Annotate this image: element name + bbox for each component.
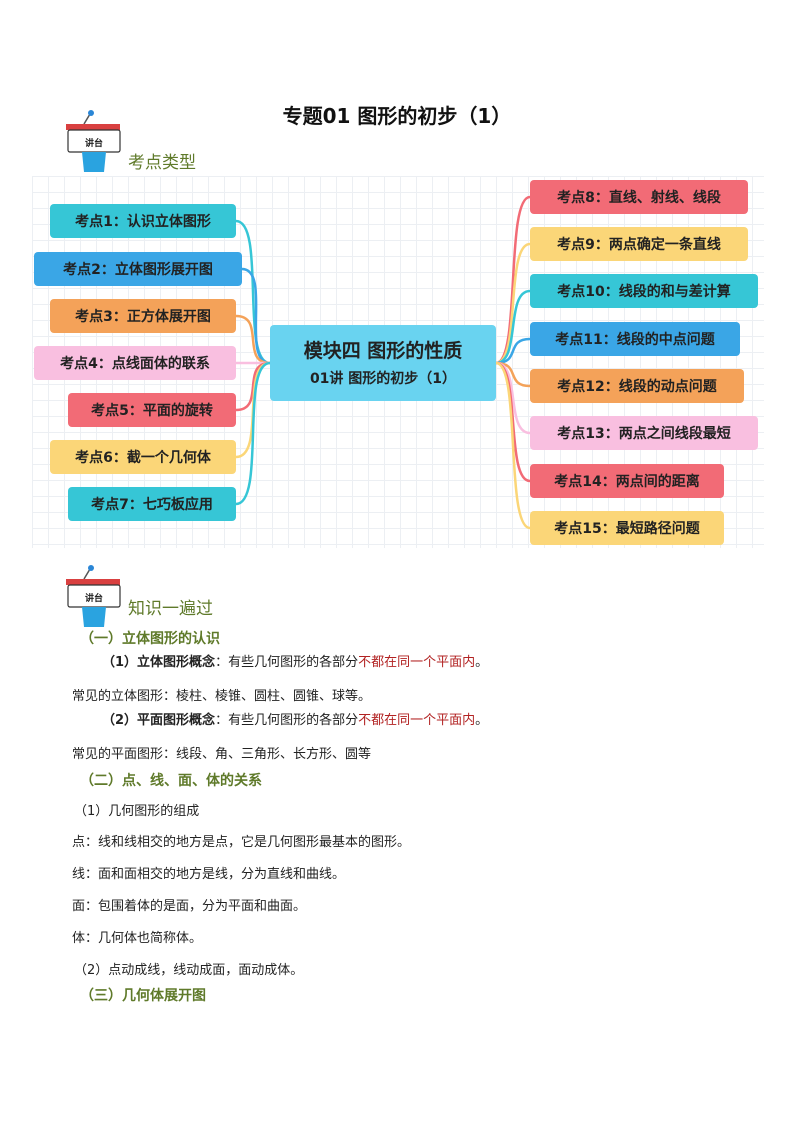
right-topic-node: 考点13：两点之间线段最短 [530,416,758,450]
right-connector [495,242,531,365]
paragraph: （2）点动成线，线动成面，面动成体。 [74,963,304,978]
podium-icon: 讲台 [62,565,122,627]
section-zhishi: 知识一遍过 [128,599,213,619]
common-plane-figures: 常见的平面图形：线段、角、三角形、长方形、圆等 [72,747,372,762]
right-connector [495,361,531,530]
common-solid-figures: 常见的立体图形：棱柱、棱锥、圆柱、圆锥、球等。 [72,689,372,704]
left-connector [235,361,271,506]
right-topic-node: 考点15：最短路径问题 [530,511,724,545]
left-topic-node: 考点5：平面的旋转 [68,393,236,427]
left-topic-node: 考点6：截一个几何体 [50,440,236,474]
mind-map-connectors [235,195,531,530]
mind-map-center: 模块四 图形的性质 01讲 图形的初步（1） [270,325,496,401]
right-topic-node: 考点12：线段的动点问题 [530,369,744,403]
left-connector [241,267,271,365]
paragraph: （1）几何图形的组成 [74,804,200,819]
podium-icon: 讲台 [62,110,122,172]
paragraph: 线：面和面相交的地方是线，分为直线和曲线。 [72,867,346,882]
concept-solid: （1）立体图形概念：有些几何图形的各部分不都在同一个平面内。 [102,655,489,670]
left-topic-node: 考点7：七巧板应用 [68,487,236,521]
paragraph: 点：线和线相交的地方是点，它是几何图形最基本的图形。 [72,835,411,850]
section-kaodian: 考点类型 [128,153,196,173]
left-topic-node: 考点3：正方体展开图 [50,299,236,333]
paragraph: 面：包围着体的是面，分为平面和曲面。 [72,899,307,914]
right-topic-node: 考点11：线段的中点问题 [530,322,740,356]
right-topic-node: 考点14：两点间的距离 [530,464,724,498]
mind-map: 考点1：认识立体图形考点2：立体图形展开图考点3：正方体展开图考点4：点线面体的… [32,176,764,548]
left-topic-node: 考点1：认识立体图形 [50,204,236,238]
paragraph: 体：几何体也简称体。 [72,931,203,946]
heading-point-line-face-body: （二）点、线、面、体的关系 [80,773,262,789]
left-topic-node: 考点2：立体图形展开图 [34,252,242,286]
podium-label: 讲台 [85,592,103,604]
right-topic-node: 考点9：两点确定一条直线 [530,227,748,261]
page-title: 专题01 图形的初步（1） [282,104,512,128]
left-topic-node: 考点4：点线面体的联系 [34,346,236,380]
right-connector [495,289,531,365]
right-topic-node: 考点8：直线、射线、线段 [530,180,748,214]
heading-solid-figures: （一）立体图形的认识 [80,631,220,647]
concept-plane: （2）平面图形概念：有些几何图形的各部分不都在同一个平面内。 [102,713,489,728]
left-connector [235,314,271,365]
center-subtitle: 01讲 图形的初步（1） [309,371,457,387]
center-title: 模块四 图形的性质 [303,340,463,362]
podium-label: 讲台 [85,137,103,149]
right-connector [495,195,531,365]
heading-unfolding: （三）几何体展开图 [80,988,206,1004]
right-topic-node: 考点10：线段的和与差计算 [530,274,758,308]
